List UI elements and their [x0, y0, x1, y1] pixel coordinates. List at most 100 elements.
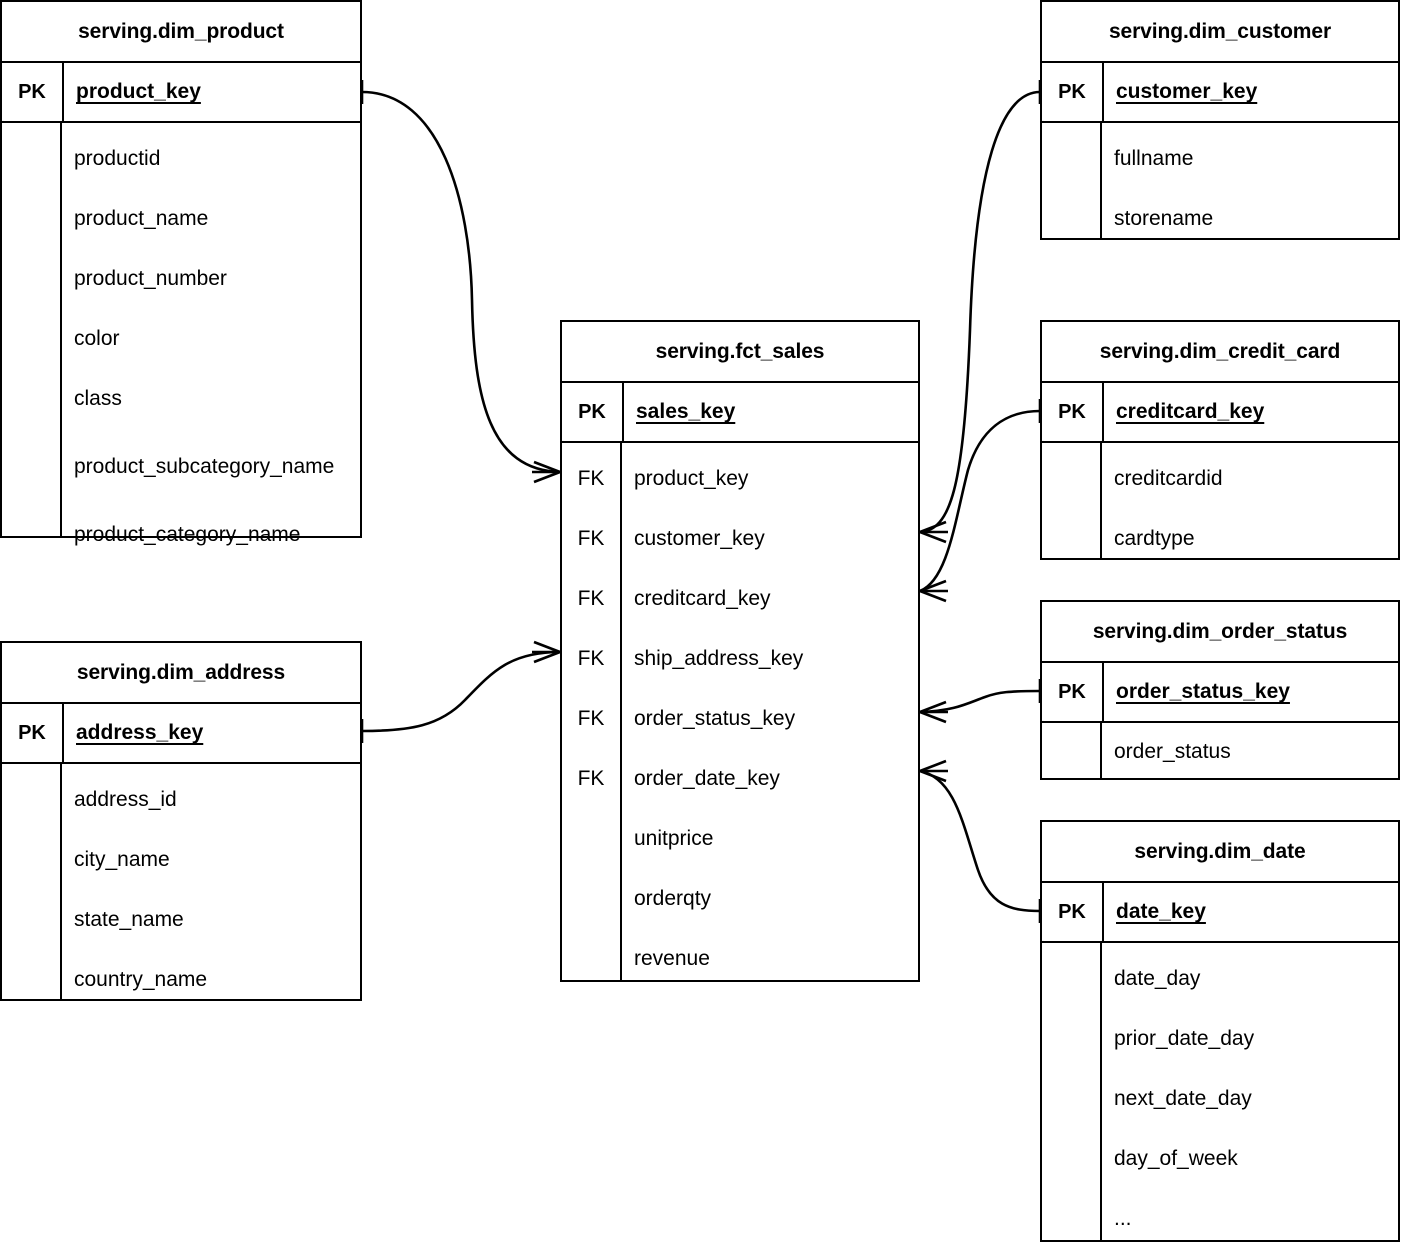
- attribute-row: order_status: [1114, 739, 1231, 763]
- pk-tag: PK: [578, 400, 606, 423]
- pk-row[interactable]: PK creditcard_key: [1042, 383, 1398, 443]
- attribute-row: day_of_week: [1114, 1147, 1238, 1170]
- entity-dim-product[interactable]: serving.dim_product PK product_key produ…: [0, 0, 362, 546]
- pk-tag: PK: [1058, 400, 1086, 423]
- measure-row: unitprice: [634, 827, 714, 850]
- crows-foot-many: [919, 520, 948, 544]
- attribute-gutter: [1042, 443, 1102, 560]
- fk-body: FK FK FK FK FK FK product_key customer_k…: [562, 443, 918, 980]
- entity-title: serving.dim_order_status: [1042, 602, 1398, 663]
- entity-title: serving.dim_customer: [1042, 2, 1398, 63]
- attribute-row: storename: [1114, 207, 1214, 230]
- pk-tag: PK: [18, 80, 46, 103]
- pk-tag: PK: [1058, 80, 1086, 103]
- relationship-order-status: [919, 679, 1042, 724]
- attribute-row: cardtype: [1114, 527, 1195, 550]
- pk-tag: PK: [18, 721, 46, 744]
- attribute-list: order_status: [1102, 723, 1398, 780]
- attribute-row: class: [74, 387, 122, 410]
- fk-tag: FK: [577, 527, 605, 550]
- attribute-row: fullname: [1114, 147, 1194, 170]
- attribute-gutter: [1042, 723, 1102, 780]
- fk-field-row: ship_address_key: [634, 647, 804, 670]
- entity-title: serving.dim_date: [1042, 822, 1398, 883]
- pk-field-name: address_key: [62, 704, 360, 762]
- fk-tag-column: FK FK FK FK FK FK: [562, 443, 622, 980]
- crows-foot-many: [919, 579, 948, 603]
- entity-title: serving.dim_address: [2, 643, 360, 704]
- field-name-column: product_key customer_key creditcard_key …: [622, 443, 918, 980]
- attribute-row: city_name: [74, 848, 170, 871]
- pk-field-name: order_status_key: [1102, 663, 1398, 721]
- attribute-row: country_name: [74, 968, 208, 991]
- attribute-row: prior_date_day: [1114, 1027, 1255, 1050]
- attribute-body: address_id city_name state_name country_…: [2, 764, 360, 1001]
- fk-tag: FK: [577, 467, 605, 490]
- attribute-gutter: [2, 764, 62, 1001]
- fk-field-row: customer_key: [634, 527, 765, 550]
- pk-row[interactable]: PK order_status_key: [1042, 663, 1398, 723]
- attribute-body: creditcardid cardtype: [1042, 443, 1398, 560]
- pk-field-name: customer_key: [1102, 63, 1398, 121]
- attribute-row: product_category_name: [74, 523, 301, 546]
- attribute-row: product_subcategory_name: [62, 429, 360, 505]
- attribute-list: creditcardid cardtype: [1102, 443, 1398, 560]
- attribute-body: order_status: [1042, 723, 1398, 780]
- fk-field-row: order_status_key: [634, 707, 796, 730]
- attribute-row: state_name: [74, 908, 184, 931]
- entity-dim-order-status[interactable]: serving.dim_order_status PK order_status…: [1040, 600, 1400, 780]
- attribute-gutter: [1042, 943, 1102, 1242]
- crows-foot-many: [532, 460, 561, 484]
- fk-tag: FK: [577, 767, 605, 790]
- entity-dim-credit-card[interactable]: serving.dim_credit_card PK creditcard_ke…: [1040, 320, 1400, 560]
- pk-row[interactable]: PK product_key: [2, 63, 360, 123]
- attribute-row: creditcardid: [1114, 467, 1223, 490]
- relationship-credit-card: [919, 399, 1042, 603]
- entity-title: serving.dim_product: [2, 2, 360, 63]
- attribute-row: color: [74, 327, 120, 350]
- pk-tag: PK: [1058, 680, 1086, 703]
- pk-tag: PK: [1058, 900, 1086, 923]
- attribute-row-ellipsis: ...: [1114, 1207, 1132, 1230]
- attribute-row: next_date_day: [1114, 1087, 1252, 1110]
- attribute-row: address_id: [74, 788, 177, 811]
- attribute-row: productid: [74, 147, 161, 170]
- measure-row: orderqty: [634, 887, 712, 910]
- pk-row[interactable]: PK date_key: [1042, 883, 1398, 943]
- attribute-body: date_day prior_date_day next_date_day da…: [1042, 943, 1398, 1242]
- attribute-list: productid product_name product_number co…: [62, 123, 360, 546]
- pk-row[interactable]: PK customer_key: [1042, 63, 1398, 123]
- attribute-row: product_number: [74, 267, 227, 290]
- attribute-label: product_subcategory_name: [74, 455, 335, 478]
- fk-tag: FK: [577, 707, 605, 730]
- fk-field-row: order_date_key: [634, 767, 780, 790]
- pk-row[interactable]: PK sales_key: [562, 383, 918, 443]
- attribute-row: product_name: [74, 207, 209, 230]
- entity-title: serving.fct_sales: [562, 322, 918, 383]
- entity-fct-sales[interactable]: serving.fct_sales PK sales_key FK FK FK …: [560, 320, 920, 982]
- relationship-customer: [919, 80, 1042, 544]
- relationship-address: [360, 640, 561, 743]
- attribute-list: date_day prior_date_day next_date_day da…: [1102, 943, 1398, 1242]
- attribute-list: fullname storename: [1102, 123, 1398, 240]
- fk-tag: FK: [577, 587, 605, 610]
- pk-row[interactable]: PK address_key: [2, 704, 360, 764]
- pk-field-name: creditcard_key: [1102, 383, 1398, 441]
- measure-row: revenue: [634, 947, 710, 970]
- relationship-product: [360, 80, 561, 484]
- entity-dim-address[interactable]: serving.dim_address PK address_key addre…: [0, 641, 362, 1001]
- entity-dim-customer[interactable]: serving.dim_customer PK customer_key ful…: [1040, 0, 1400, 240]
- attribute-list: address_id city_name state_name country_…: [62, 764, 360, 1001]
- crows-foot-many: [919, 759, 948, 783]
- entity-dim-date[interactable]: serving.dim_date PK date_key date_day pr…: [1040, 820, 1400, 1242]
- pk-field-name: date_key: [1102, 883, 1398, 941]
- pk-field-name: sales_key: [622, 383, 918, 441]
- attribute-row: date_day: [1114, 967, 1201, 990]
- fk-tag: FK: [577, 647, 605, 670]
- pk-field-name: product_key: [62, 63, 360, 121]
- attribute-body: fullname storename: [1042, 123, 1398, 240]
- attribute-body: productid product_name product_number co…: [2, 123, 360, 546]
- attribute-gutter: [1042, 123, 1102, 240]
- relationship-date: [919, 759, 1042, 923]
